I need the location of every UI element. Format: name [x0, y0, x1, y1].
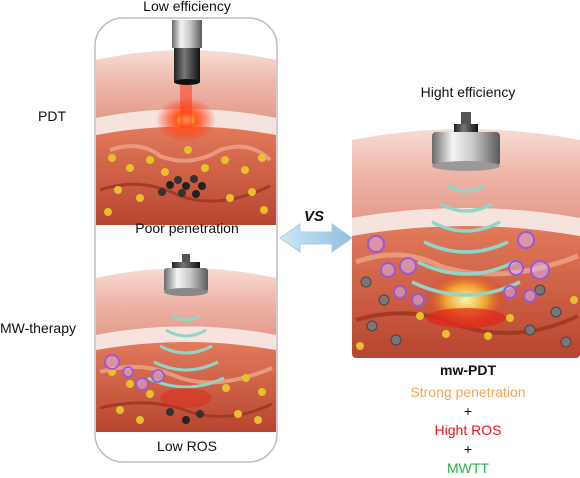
high-efficiency-label: Hight efficiency: [420, 84, 516, 100]
benefit-item: MWTT: [447, 460, 489, 476]
benefit-list: Strong penetration + Hight ROS + MWTT: [356, 383, 580, 478]
pdt-label: PDT: [38, 108, 66, 124]
pdt-scene: [96, 20, 276, 252]
vs-double-arrow: [279, 223, 353, 253]
aggregated-particles: [158, 175, 206, 198]
microwave-probe: [164, 254, 208, 296]
vs-label: VS: [304, 208, 325, 225]
mw-pdt-title: mw-PDT: [440, 362, 496, 378]
mw-pdt-scene: [352, 112, 580, 358]
plus-sign: +: [463, 441, 473, 457]
ros-bubbles: [104, 354, 165, 391]
benefit-item: Hight ROS: [434, 422, 502, 438]
laser-probe: [172, 20, 202, 85]
mw-therapy-label: MW-therapy: [0, 320, 76, 336]
benefit-item: Strong penetration: [410, 384, 526, 400]
microwave-waves: [147, 314, 225, 389]
mw-pdt-probe: [432, 112, 500, 171]
low-ros-label: Low ROS: [157, 438, 217, 454]
poor-penetration-label: Poor penetration: [135, 220, 239, 236]
nanoparticles: [356, 276, 578, 350]
mw-therapy-scene: [96, 252, 276, 458]
plus-sign: +: [463, 403, 473, 419]
nanoparticles: [108, 368, 266, 424]
nanoparticles: [104, 146, 268, 216]
low-efficiency-label: Low efficiency: [143, 0, 231, 14]
ros-bubbles: [367, 231, 550, 307]
